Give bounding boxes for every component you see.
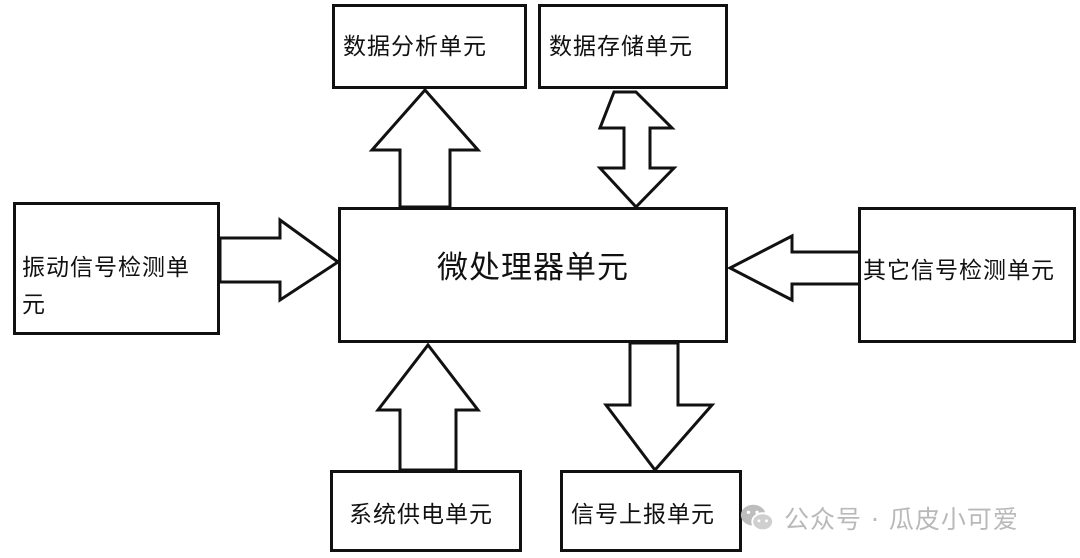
arrow-power-to-center (374, 342, 482, 472)
box-data-analysis: 数据分析单元 (332, 4, 527, 89)
arrow-vibration-to-center (218, 217, 341, 303)
box-data-storage: 数据存储单元 (538, 4, 728, 89)
arrow-other-to-center (726, 233, 862, 303)
arrow-center-to-analysis (368, 87, 482, 209)
box-other-signal-detection: 其它信号检测单元 (858, 207, 1076, 343)
label-system-power: 系统供电单元 (349, 502, 493, 528)
box-microprocessor: 微处理器单元 (338, 207, 728, 343)
label-signal-report: 信号上报单元 (571, 502, 715, 528)
label-other-signal-detection: 其它信号检测单元 (863, 258, 1055, 284)
watermark-text: 公众号 · 瓜皮小可爱 (784, 505, 1019, 534)
label-data-storage: 数据存储单元 (549, 34, 693, 60)
arrow-center-storage-bidirectional (596, 90, 678, 210)
box-signal-report: 信号上报单元 (560, 470, 742, 552)
label-microprocessor: 微处理器单元 (437, 250, 629, 286)
wechat-icon (740, 504, 775, 532)
label-vibration-detection: 振动信号检测单元 (22, 255, 190, 318)
watermark: 公众号 · 瓜皮小可爱 (738, 496, 1068, 540)
arrow-center-to-report (602, 341, 716, 473)
box-vibration-detection: 振动信号检测单元 (13, 202, 220, 335)
label-data-analysis: 数据分析单元 (343, 34, 487, 60)
box-system-power: 系统供电单元 (330, 470, 522, 552)
